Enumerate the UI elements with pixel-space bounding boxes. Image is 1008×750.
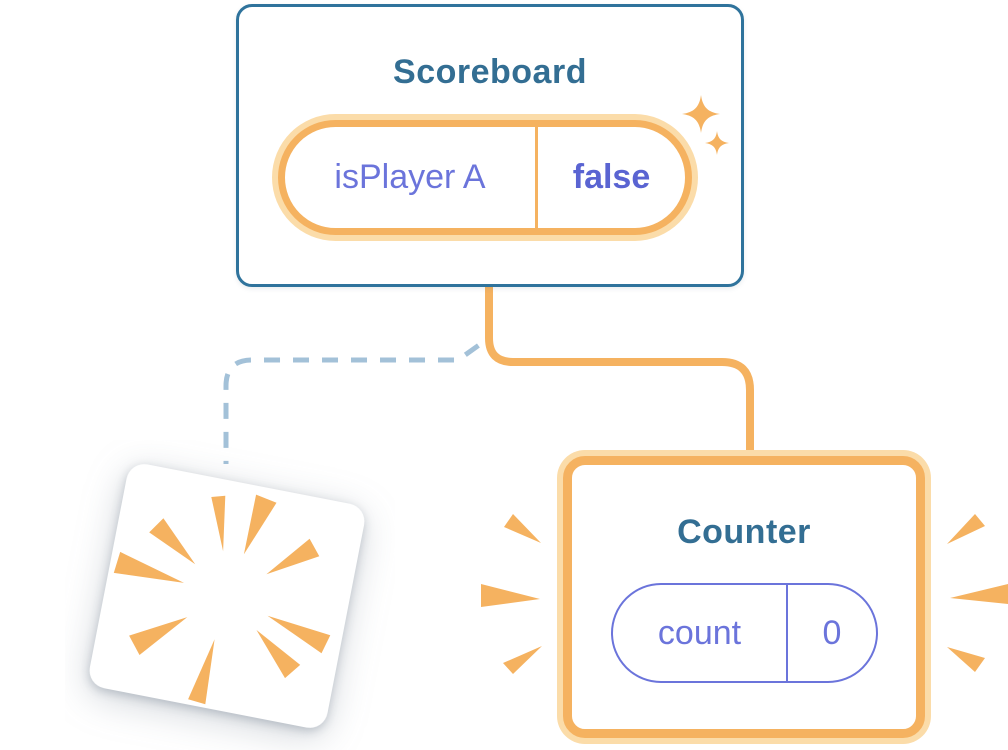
destroyed-card-square: [89, 464, 365, 728]
scoreboard-state-pill: isPlayer A false: [278, 120, 692, 235]
counter-card: Counter count 0: [563, 456, 925, 738]
scoreboard-state-value: false: [535, 127, 685, 228]
emphasis-rays-right-icon: [947, 514, 1008, 672]
poof-burst-icon: [89, 464, 365, 728]
counter-title: Counter: [677, 513, 811, 551]
scoreboard-state-name: isPlayer A: [334, 158, 486, 196]
emphasis-rays-left-icon: [481, 514, 542, 674]
burst-rays: [113, 494, 331, 705]
counter-state-name: count: [657, 613, 742, 652]
scoreboard-title: Scoreboard: [393, 53, 587, 91]
scoreboard-card: Scoreboard isPlayer A false: [236, 4, 744, 287]
counter-state-value: 0: [786, 585, 876, 681]
sparkle-icon: [682, 95, 729, 155]
counter-state-pill: count 0: [611, 583, 878, 683]
dashed-connector-line: [223, 335, 491, 464]
solid-connector-line: [485, 287, 754, 458]
